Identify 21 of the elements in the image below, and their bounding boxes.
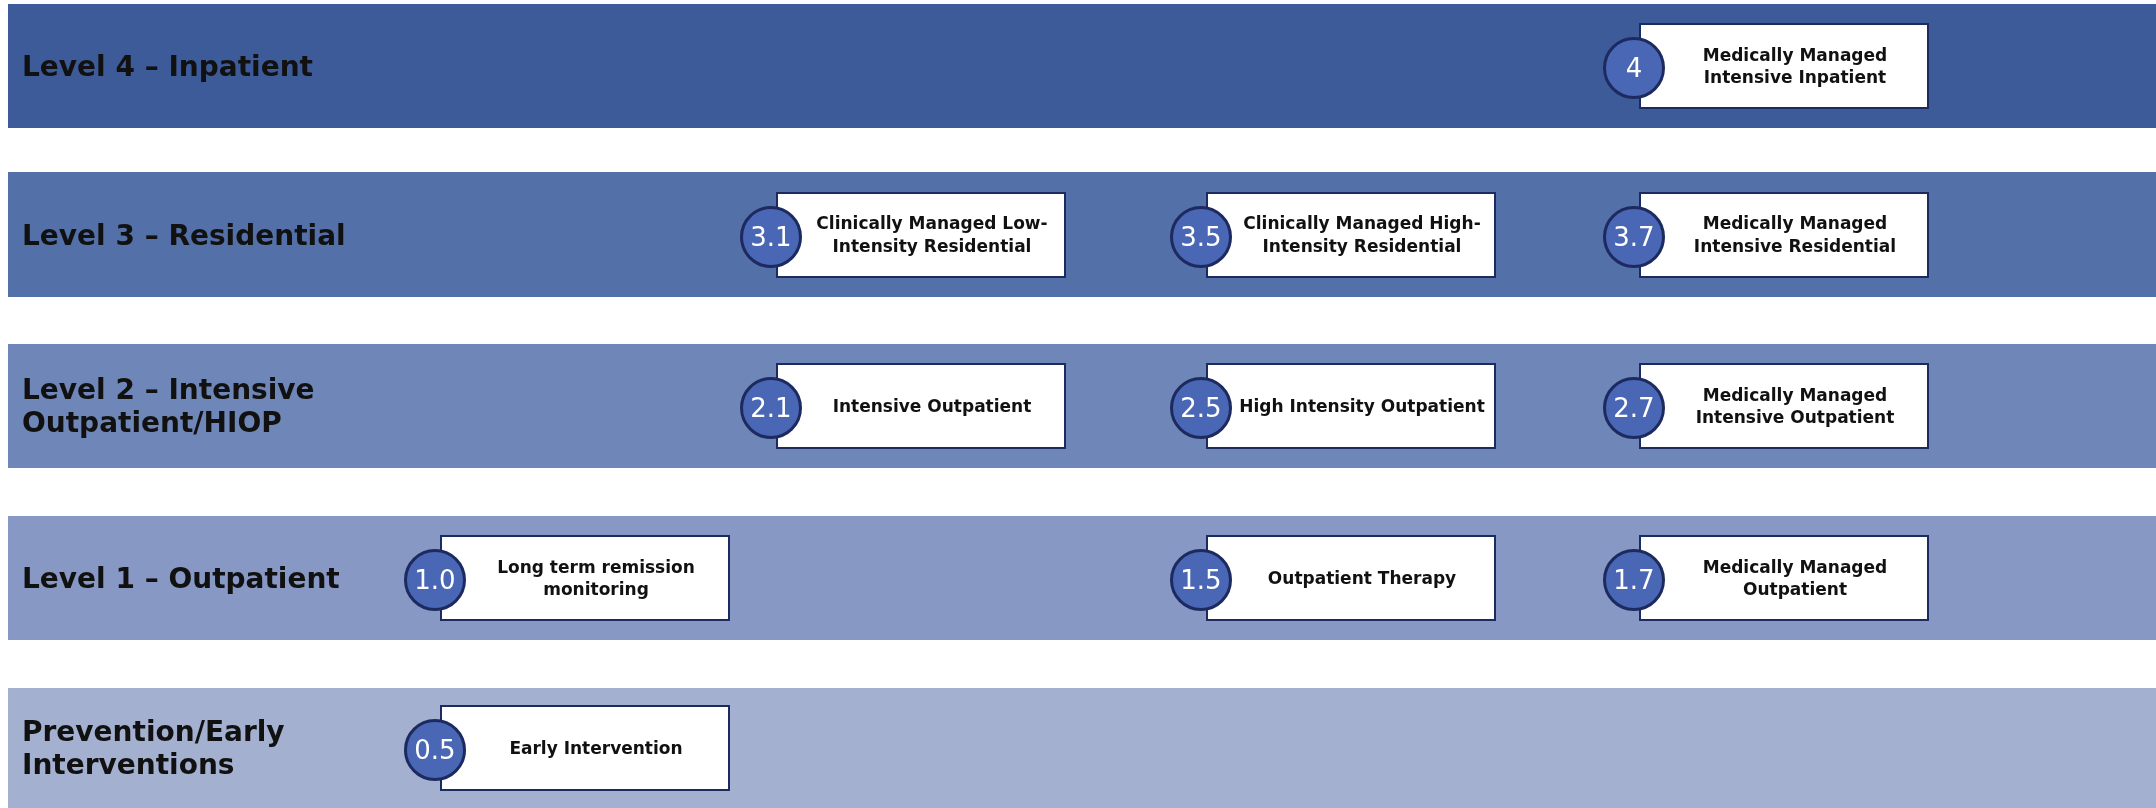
level-number-badge: 4 bbox=[1603, 37, 1665, 99]
level-band bbox=[8, 516, 2156, 640]
level-band bbox=[8, 4, 2156, 128]
level-number-badge: 3.5 bbox=[1170, 205, 1232, 268]
level-label: Level 4 – Inpatient bbox=[22, 49, 314, 83]
level-number-badge: 2.1 bbox=[740, 377, 802, 439]
level-label: Level 2 – Intensive Outpatient/HIOP bbox=[22, 373, 316, 439]
level-band bbox=[8, 172, 2156, 297]
level-label: Prevention/Early Interventions bbox=[22, 715, 286, 781]
level-label: Level 3 – Residential bbox=[22, 218, 347, 251]
level-number-badge: 2.7 bbox=[1603, 377, 1665, 439]
level-band bbox=[8, 344, 2156, 468]
level-number-badge: 0.5 bbox=[404, 719, 466, 781]
level-label: Level 1 – Outpatient bbox=[22, 561, 341, 595]
level-number-badge: 2.5 bbox=[1170, 377, 1232, 439]
level-band bbox=[8, 688, 2156, 808]
level-number-badge: 3.1 bbox=[740, 205, 802, 268]
level-number-badge: 1.7 bbox=[1603, 549, 1665, 611]
level-number-badge: 3.7 bbox=[1603, 205, 1665, 268]
level-number-badge: 1.0 bbox=[404, 549, 466, 611]
level-number-badge: 1.5 bbox=[1170, 549, 1232, 611]
